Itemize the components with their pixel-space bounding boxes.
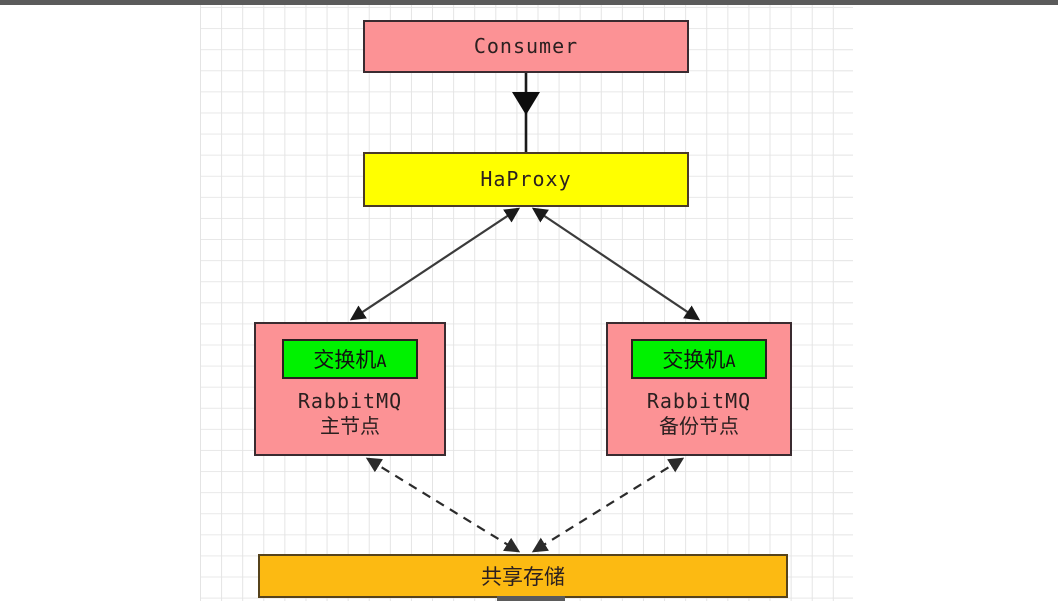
edge-haproxy-to-primary — [349, 207, 521, 321]
exchange-label-backup: 交换机A — [662, 344, 735, 374]
bottom-tab — [497, 596, 565, 601]
node-shared-storage[interactable]: 共享存储 — [258, 554, 788, 598]
edge-primary-to-storage — [365, 457, 521, 553]
node-shared-storage-label: 共享存储 — [481, 565, 565, 589]
exchange-label-backup-suffix: A — [725, 352, 736, 372]
node-haproxy[interactable]: HaProxy — [363, 152, 689, 207]
top-strip — [0, 0, 1058, 5]
node-rabbitmq-primary-line1: RabbitMQ — [297, 389, 403, 413]
edge-haproxy-to-backup — [531, 207, 701, 321]
node-rabbitmq-primary[interactable]: 交换机A RabbitMQ 主节点 — [254, 322, 446, 456]
edge-backup-to-storage — [531, 457, 685, 553]
node-rabbitmq-backup-line2: 备份节点 — [658, 414, 739, 438]
node-consumer-label: Consumer — [473, 34, 579, 58]
exchange-label-primary-text: 交换机 — [313, 348, 377, 372]
exchange-box-primary[interactable]: 交换机A — [282, 339, 418, 379]
node-rabbitmq-primary-lines: RabbitMQ 主节点 — [298, 389, 402, 439]
exchange-label-primary: 交换机A — [313, 344, 386, 374]
exchange-box-backup[interactable]: 交换机A — [631, 339, 767, 379]
node-rabbitmq-backup[interactable]: 交换机A RabbitMQ 备份节点 — [606, 322, 792, 456]
edge-consumer-to-haproxy — [512, 73, 540, 152]
exchange-label-primary-suffix: A — [376, 352, 387, 372]
node-rabbitmq-primary-line2: 主节点 — [319, 414, 380, 438]
node-rabbitmq-backup-lines: RabbitMQ 备份节点 — [647, 389, 751, 439]
exchange-label-backup-text: 交换机 — [662, 348, 726, 372]
node-rabbitmq-backup-line1: RabbitMQ — [646, 389, 752, 413]
node-consumer[interactable]: Consumer — [363, 20, 689, 73]
node-haproxy-label: HaProxy — [480, 167, 572, 191]
